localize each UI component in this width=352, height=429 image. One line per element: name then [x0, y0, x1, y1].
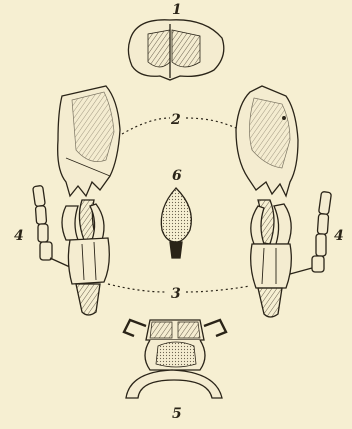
label-4-left: 4	[14, 228, 24, 244]
left-mandible	[58, 86, 120, 196]
label-4-right: 4	[334, 228, 344, 244]
label-3: 3	[171, 286, 181, 302]
labium-part-5	[124, 320, 226, 398]
labrum-part-1	[128, 20, 223, 80]
ligula-part-6	[161, 188, 191, 258]
left-maxilla	[33, 185, 110, 315]
label-6: 6	[172, 168, 182, 184]
label-2: 2	[170, 112, 181, 128]
label-1: 1	[172, 2, 182, 18]
right-maxilla	[251, 191, 332, 317]
label-5: 5	[172, 406, 182, 422]
right-mandible	[236, 86, 298, 196]
